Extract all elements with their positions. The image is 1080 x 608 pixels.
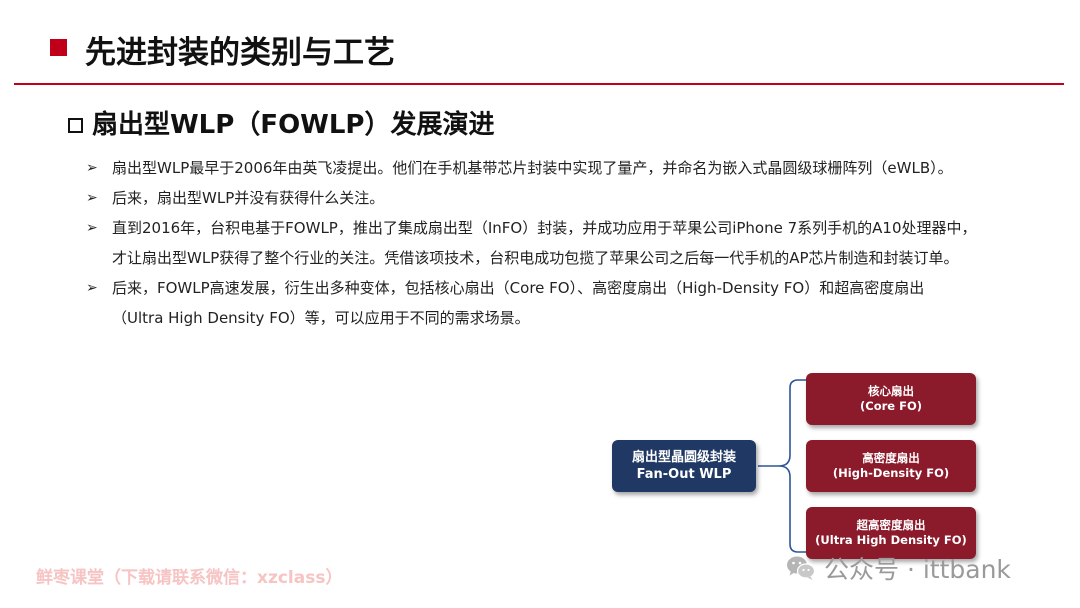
watermark-left: 鲜枣课堂（下载请联系微信：xzclass） (36, 568, 343, 588)
arrow-bullet-icon: ➢ (86, 280, 98, 296)
bullet-text: 直到2016年，台积电基于FOWLP，推出了集成扇出型（InFO）封装，并成功应… (112, 219, 977, 237)
bullet-list: ➢ 扇出型WLP最早于2006年由英飞凌提出。他们在手机基带芯片封装中实现了量产… (86, 153, 1046, 333)
section-marker (68, 118, 83, 133)
section-heading: 扇出型WLP（FOWLP）发展演进 (92, 110, 495, 140)
bullet-text-continued: （Ultra High Density FO）等，可以应用于不同的需求场景。 (112, 309, 530, 327)
bullet-item: ➢ 后来，FOWLP高速发展，衍生出多种变体，包括核心扇出（Core FO）、高… (86, 273, 1046, 333)
watermark-right: 公众号 · ittbank (786, 550, 1011, 586)
bullet-item: ➢ 后来，扇出型WLP并没有获得什么关注。 (86, 183, 1046, 213)
leaf-node-label: 高密度扇出 (862, 451, 920, 465)
bullet-text: 后来，扇出型WLP并没有获得什么关注。 (112, 189, 385, 207)
title-marker (50, 39, 67, 56)
watermark-right-text: 公众号 · ittbank (824, 555, 1011, 584)
title-divider (14, 83, 1064, 85)
root-node-fan-out-wlp: 扇出型晶圆级封装 Fan-Out WLP (612, 440, 756, 492)
wechat-icon (787, 556, 816, 580)
bullet-item: ➢ 直到2016年，台积电基于FOWLP，推出了集成扇出型（InFO）封装，并成… (86, 213, 1046, 273)
root-node-sublabel: Fan-Out WLP (636, 467, 732, 482)
leaf-node-label: 核心扇出 (868, 384, 914, 398)
leaf-node-high-density-fo: 高密度扇出 (High-Density FO) (806, 440, 976, 492)
bullet-text: 扇出型WLP最早于2006年由英飞凌提出。他们在手机基带芯片封装中实现了量产，并… (112, 159, 953, 177)
slide-title: 先进封装的类别与工艺 (85, 35, 395, 71)
arrow-bullet-icon: ➢ (86, 160, 98, 176)
arrow-bullet-icon: ➢ (86, 220, 98, 236)
leaf-node-label: 超高密度扇出 (856, 518, 926, 532)
root-node-label: 扇出型晶圆级封装 (631, 450, 736, 465)
leaf-node-core-fo: 核心扇出 (Core FO) (806, 373, 976, 425)
bullet-text-continued: 才让扇出型WLP获得了整个行业的关注。凭借该项技术，台积电成功包揽了苹果公司之后… (112, 249, 959, 267)
arrow-bullet-icon: ➢ (86, 190, 98, 206)
leaf-node-sublabel: (High-Density FO) (832, 466, 950, 480)
bullet-item: ➢ 扇出型WLP最早于2006年由英飞凌提出。他们在手机基带芯片封装中实现了量产… (86, 153, 1046, 183)
leaf-node-sublabel: (Core FO) (860, 399, 922, 413)
leaf-node-sublabel: (Ultra High Density FO) (815, 533, 967, 547)
bullet-text: 后来，FOWLP高速发展，衍生出多种变体，包括核心扇出（Core FO）、高密度… (112, 279, 925, 297)
